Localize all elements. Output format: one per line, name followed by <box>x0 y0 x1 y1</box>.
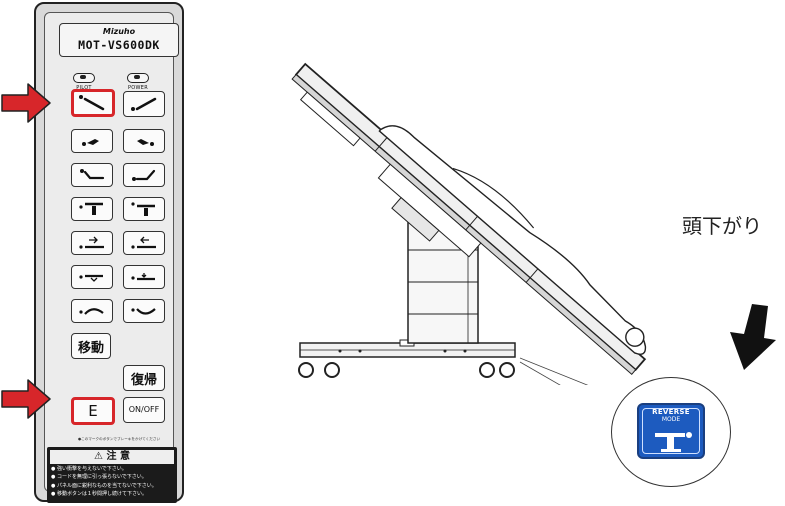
slide-foot-button[interactable] <box>123 231 165 255</box>
off-label: OFF <box>143 405 160 414</box>
reset-button-label: 復帰 <box>130 372 157 388</box>
red-pointer-arrow-icon <box>1 379 51 419</box>
slide-head-button[interactable] <box>71 231 113 255</box>
pilot-lamp-icon <box>73 73 95 83</box>
caution-line-1: ● 強い衝撃を与えないで下さい。 <box>51 466 127 472</box>
brand-logo: Mizuho <box>102 27 136 36</box>
e-button[interactable]: E <box>71 397 115 425</box>
back-section-up-icon <box>132 169 156 181</box>
reverse-mode-badge: REVERSE MODE <box>637 403 705 459</box>
table-slide-foot-icon <box>131 236 156 249</box>
table-tilt-head-up-icon <box>131 97 157 111</box>
height-up-button[interactable] <box>123 197 165 221</box>
table-reflex-icon <box>131 308 156 315</box>
caution-line-4: ● 移動ボタンは１秒間押し続けて下さい。 <box>51 491 147 498</box>
brake-note: ●このマークのボタンでブレーキをかけてください <box>77 437 161 441</box>
caution-line-2: ● コードを無理に引っ張らないで下さい。 <box>51 474 147 481</box>
on-off-button[interactable]: ON/OFF <box>123 397 165 423</box>
move-button-label: 移動 <box>77 340 104 356</box>
badge-line-2: MODE <box>661 416 681 423</box>
head-down-caption: 頭下がり <box>682 214 762 238</box>
pilot-label: PILOT <box>76 85 92 91</box>
caution-panel: ⚠ 注 意 ● 強い衝撃を与えないで下さい。 ● コードを無理に引っ張らないで下… <box>47 447 177 503</box>
controller-panel: Mizuho MOT-VS600DK PILOT POWER BATT <box>44 12 179 503</box>
back-up-button[interactable] <box>123 163 165 187</box>
reverse-mode-callout: REVERSE MODE <box>611 377 731 487</box>
reset-button[interactable]: 復帰 <box>123 365 165 391</box>
model-name: MOT-VS600DK <box>78 38 160 52</box>
warning-triangle-icon: ⚠ <box>94 451 103 462</box>
head-up-button[interactable] <box>123 91 165 117</box>
table-slide-head-icon <box>79 236 104 249</box>
table-flex-icon <box>79 308 104 315</box>
height-down-button[interactable] <box>71 197 113 221</box>
pilot-lamp: PILOT <box>69 73 99 91</box>
flex-button[interactable] <box>71 299 113 323</box>
table-tilt-head-down-icon <box>79 95 105 111</box>
lateral-tilt-left-icon <box>82 139 99 146</box>
move-button[interactable]: 移動 <box>71 333 111 359</box>
hand-controller: Mizuho MOT-VS600DK PILOT POWER BATT <box>34 2 184 503</box>
badge-border <box>642 408 700 454</box>
head-down-button[interactable] <box>71 89 115 117</box>
reflex-button[interactable] <box>123 299 165 323</box>
bridge-up-button[interactable] <box>123 265 165 289</box>
table-height-up-icon <box>131 202 155 216</box>
down-arrow-icon <box>730 304 776 370</box>
kidney-bridge-up-icon <box>131 273 155 281</box>
e-button-label: E <box>88 402 98 420</box>
back-section-down-icon <box>80 169 105 180</box>
bridge-down-button[interactable] <box>71 265 113 289</box>
lateral-tilt-right-icon <box>137 139 154 146</box>
badge-line-1: REVERSE <box>652 408 690 416</box>
on-label: ON <box>128 405 142 414</box>
caution-line-3: ● パネル面に鋭利なものを当てないで下さい。 <box>51 482 157 489</box>
tilt-right-button[interactable] <box>123 129 165 153</box>
reversed-table-icon <box>655 432 692 452</box>
caution-title: ⚠ 注 意 <box>50 450 174 464</box>
back-down-button[interactable] <box>71 163 113 187</box>
tilt-left-button[interactable] <box>71 129 113 153</box>
operating-table-illustration <box>291 62 647 385</box>
power-batt-lamp-icon <box>127 73 149 83</box>
on-off-label: ON/OFF <box>128 405 160 414</box>
table-height-down-icon <box>79 202 103 215</box>
brand-plate: Mizuho MOT-VS600DK <box>59 23 179 57</box>
caution-title-text: 注 意 <box>106 451 130 462</box>
kidney-bridge-down-icon <box>79 274 103 282</box>
red-pointer-arrow-icon <box>1 83 51 123</box>
